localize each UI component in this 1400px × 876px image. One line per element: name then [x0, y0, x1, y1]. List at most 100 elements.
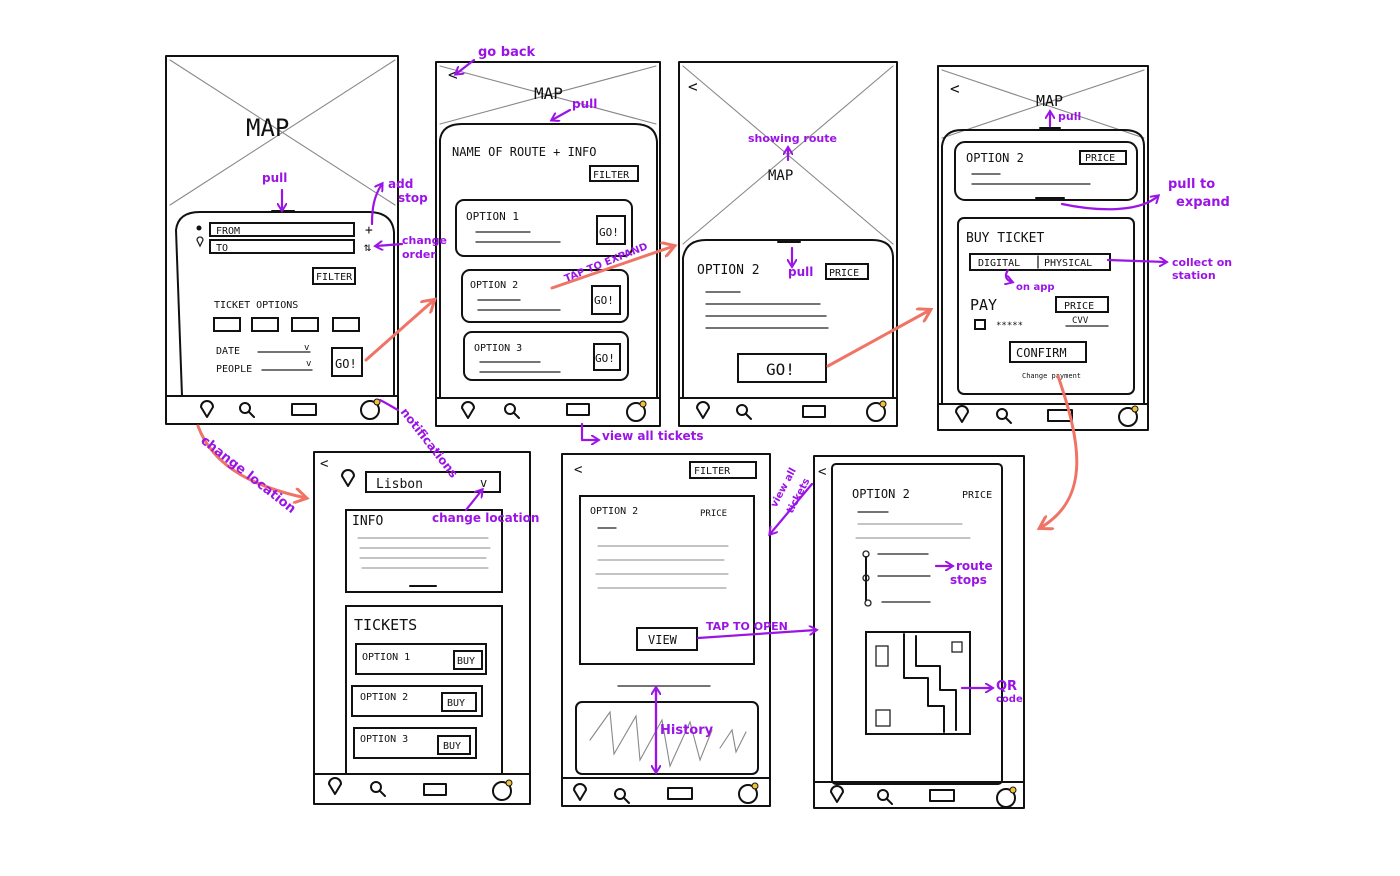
physical-option[interactable]: PHYSICAL — [1044, 258, 1092, 269]
location-icon[interactable] — [573, 783, 587, 801]
route-sheet[interactable] — [682, 239, 894, 399]
ticket-option-box[interactable] — [291, 317, 319, 332]
search-icon[interactable] — [736, 404, 748, 416]
digital-option[interactable]: DIGITAL — [978, 258, 1020, 269]
search-icon[interactable] — [504, 403, 516, 415]
cvv-label: CVV — [1072, 316, 1089, 326]
route-option-card[interactable] — [463, 331, 629, 381]
swap-order-icon[interactable]: ⇅ — [364, 240, 372, 254]
ticket-icon[interactable] — [667, 787, 693, 800]
screen-routes: < MAP NAME OF ROUTE + INFO FILTER OPTION… — [435, 61, 661, 427]
add-stop-note: stop — [398, 191, 428, 205]
back-chevron-icon[interactable]: < — [448, 65, 458, 84]
buy-button-label: BUY — [447, 698, 465, 709]
change-order-note: change — [402, 234, 447, 247]
change-payment-link[interactable]: Change payment — [1022, 372, 1081, 380]
location-icon[interactable] — [696, 401, 710, 419]
back-chevron-icon[interactable]: < — [818, 464, 826, 480]
filter-button[interactable] — [312, 267, 356, 285]
route-stops-note: route — [956, 559, 993, 573]
ticket-option-box[interactable] — [251, 317, 279, 332]
route-option-card[interactable] — [461, 269, 629, 323]
qr-pattern — [903, 633, 957, 733]
tickets-title: TICKETS — [354, 616, 417, 634]
ticket-icon[interactable] — [802, 405, 826, 418]
profile-icon[interactable] — [996, 788, 1016, 808]
buy-button[interactable] — [453, 650, 483, 670]
add-stop-plus-icon[interactable]: + — [365, 223, 373, 238]
go-button[interactable] — [591, 285, 621, 315]
location-select[interactable] — [365, 471, 501, 493]
card-number-mask: ***** — [996, 321, 1023, 331]
route-title: NAME OF ROUTE + INFO — [452, 145, 597, 159]
buy-button[interactable] — [441, 692, 477, 712]
go-button-label: GO! — [595, 352, 615, 365]
search-icon[interactable] — [239, 402, 251, 414]
profile-icon[interactable] — [1118, 407, 1138, 427]
notification-dot-icon — [1009, 786, 1017, 794]
add-stop-note: add — [388, 177, 413, 191]
search-icon[interactable] — [996, 408, 1008, 420]
filter-button[interactable] — [689, 461, 757, 479]
notifications-note: notifications — [398, 405, 461, 480]
profile-icon[interactable] — [492, 781, 512, 801]
go-back-note: go back — [478, 45, 536, 60]
chevron-down-icon: v — [304, 343, 309, 353]
delivery-toggle[interactable] — [969, 253, 1111, 271]
ticket-option-box[interactable] — [213, 317, 241, 332]
location-icon[interactable] — [461, 401, 475, 419]
go-button-label: GO! — [599, 226, 619, 239]
go-button[interactable] — [596, 215, 626, 245]
flow-arrow-change-location — [196, 424, 306, 498]
back-chevron-icon[interactable]: < — [950, 79, 960, 98]
ticket-options-label: TICKET OPTIONS — [214, 300, 298, 311]
search-icon[interactable] — [877, 789, 889, 801]
notification-dot-icon — [1131, 405, 1139, 413]
bottom-sheet[interactable] — [175, 211, 395, 397]
showing-route-note: showing route — [748, 132, 837, 145]
location-icon[interactable] — [200, 400, 214, 418]
search-icon[interactable] — [614, 788, 626, 800]
profile-icon[interactable] — [626, 402, 646, 422]
location-icon[interactable] — [328, 777, 342, 795]
price-box — [1055, 296, 1109, 313]
ticket-icon[interactable] — [929, 789, 955, 802]
people-label: PEOPLE — [216, 364, 252, 375]
go-button[interactable] — [737, 353, 827, 383]
buy-button[interactable] — [437, 735, 471, 755]
screen-home: MAP FROM TO + ⇅ FILTER TICKET OPTIONS DA… — [165, 55, 399, 425]
info-card[interactable] — [345, 509, 503, 593]
view-button[interactable] — [636, 627, 698, 651]
bottom-nav — [813, 781, 1025, 808]
go-button[interactable] — [331, 347, 363, 377]
screen-buy-ticket: < MAP OPTION 2 PRICE BUY TICKET DIGITAL … — [937, 65, 1149, 431]
history-card[interactable] — [575, 701, 759, 775]
back-chevron-icon[interactable]: < — [320, 456, 328, 472]
ticket-icon[interactable] — [566, 403, 590, 416]
price-label: PRICE — [962, 490, 992, 501]
profile-icon[interactable] — [866, 402, 886, 422]
to-input[interactable] — [209, 239, 355, 254]
from-input[interactable] — [209, 222, 355, 237]
location-icon[interactable] — [955, 405, 969, 423]
ticket-icon[interactable] — [1047, 409, 1073, 422]
ticket-icon[interactable] — [291, 403, 317, 416]
back-chevron-icon[interactable]: < — [688, 77, 698, 96]
go-button[interactable] — [593, 343, 621, 371]
search-icon[interactable] — [370, 781, 382, 793]
go-back-arrow — [456, 58, 476, 74]
confirm-button[interactable] — [1009, 341, 1087, 363]
location-icon[interactable] — [830, 785, 844, 803]
card-checkbox[interactable] — [974, 319, 986, 330]
profile-icon[interactable] — [738, 784, 758, 804]
buy-sheet[interactable] — [941, 129, 1145, 405]
option-label: OPTION 2 — [697, 263, 760, 278]
profile-icon[interactable] — [360, 400, 380, 420]
collect-on-station-note: collect on — [1172, 256, 1232, 269]
ticket-icon[interactable] — [423, 783, 447, 796]
back-chevron-icon[interactable]: < — [574, 462, 582, 478]
ticket-option-box[interactable] — [332, 317, 360, 332]
price-tag — [825, 263, 869, 280]
filter-button[interactable] — [589, 165, 639, 182]
routes-sheet[interactable] — [439, 123, 658, 399]
